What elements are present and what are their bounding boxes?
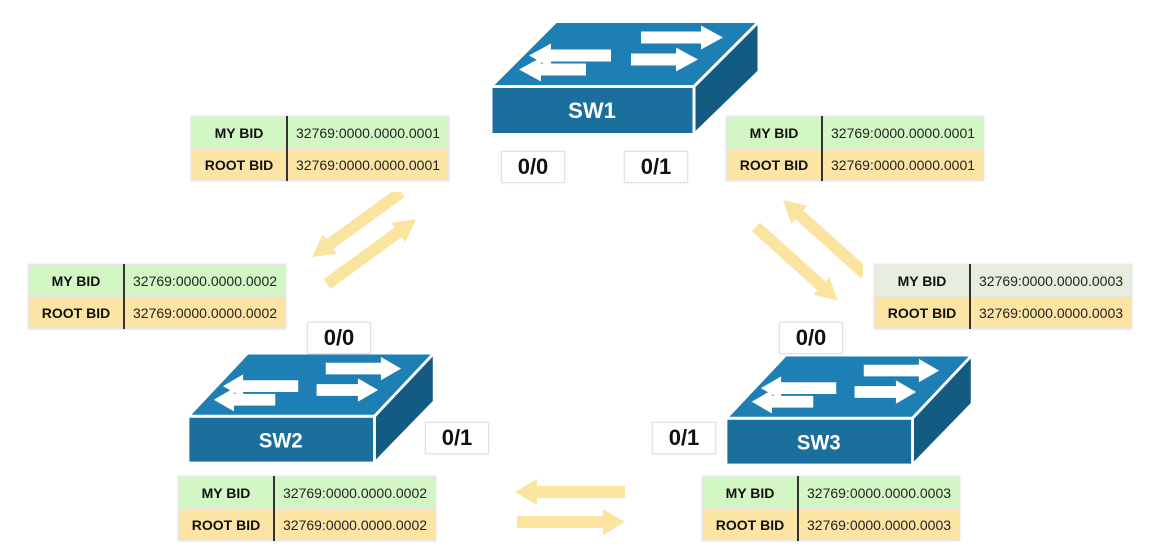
- my-bid-label: MY BID: [874, 264, 971, 297]
- root-bid-label: ROOT BID: [191, 148, 288, 181]
- port-sw3-0-1[interactable]: 0/1: [652, 422, 716, 454]
- my-bid-label: MY BID: [702, 476, 799, 509]
- root-bid-value: 32769:0000.0000.0003: [969, 296, 1133, 329]
- switch-sw3[interactable]: SW3: [726, 355, 974, 467]
- bpdu-arrow-icon: [751, 200, 863, 300]
- network-switch-icon: SW1: [491, 21, 761, 137]
- my-bid-label: MY BID: [28, 264, 125, 297]
- port-sw2-0-1[interactable]: 0/1: [425, 422, 489, 454]
- root-bid-value: 32769:0000.0000.0001: [821, 148, 985, 181]
- port-sw2-0-0[interactable]: 0/0: [307, 322, 371, 354]
- bpdu-arrow-icon: [515, 479, 625, 535]
- bpdu-arrow-icon: [312, 192, 416, 289]
- switch-sw1[interactable]: SW1: [491, 21, 761, 137]
- network-switch-icon: SW3: [726, 355, 974, 467]
- my-bid-value: 32769:0000.0000.0001: [821, 116, 985, 149]
- network-switch-icon: SW2: [188, 353, 436, 465]
- root-bid-label: ROOT BID: [702, 508, 799, 541]
- my-bid-value: 32769:0000.0000.0003: [969, 264, 1133, 297]
- switch-label: SW2: [259, 429, 303, 453]
- my-bid-value: 32769:0000.0000.0002: [123, 264, 287, 297]
- root-bid-value: 32769:0000.0000.0003: [797, 508, 961, 541]
- my-bid-label: MY BID: [178, 476, 275, 509]
- my-bid-value: 32769:0000.0000.0003: [797, 476, 961, 509]
- root-bid-label: ROOT BID: [874, 296, 971, 329]
- root-bid-label: ROOT BID: [726, 148, 823, 181]
- switch-label: SW1: [568, 98, 616, 123]
- root-bid-value: 32769:0000.0000.0001: [286, 148, 450, 181]
- my-bid-label: MY BID: [726, 116, 823, 149]
- port-sw3-0-0[interactable]: 0/0: [779, 322, 843, 354]
- root-bid-value: 32769:0000.0000.0002: [123, 296, 287, 329]
- port-sw1-0-1[interactable]: 0/1: [624, 151, 688, 183]
- root-bid-value: 32769:0000.0000.0002: [273, 508, 437, 541]
- my-bid-value: 32769:0000.0000.0001: [286, 116, 450, 149]
- my-bid-value: 32769:0000.0000.0002: [273, 476, 437, 509]
- port-sw1-0-0[interactable]: 0/0: [501, 151, 565, 183]
- switch-sw2[interactable]: SW2: [188, 353, 436, 465]
- my-bid-label: MY BID: [191, 116, 288, 149]
- root-bid-label: ROOT BID: [28, 296, 125, 329]
- root-bid-label: ROOT BID: [178, 508, 275, 541]
- switch-label: SW3: [797, 431, 841, 455]
